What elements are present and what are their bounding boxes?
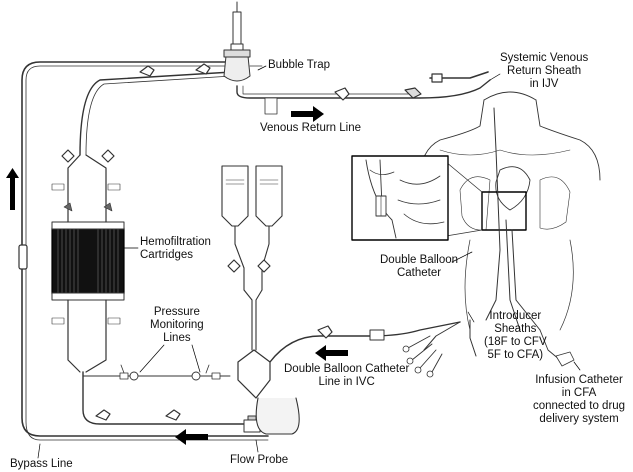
label-double-balloon: Double Balloon Catheter bbox=[380, 254, 459, 279]
heart bbox=[495, 166, 531, 211]
clamp bbox=[257, 259, 271, 273]
venous-sheath bbox=[429, 71, 489, 79]
clamp bbox=[95, 409, 111, 421]
bypass-connector bbox=[18, 244, 28, 270]
venous-return-line bbox=[236, 79, 491, 99]
label-bypass: Bypass Line bbox=[10, 458, 73, 470]
clamp bbox=[165, 409, 181, 421]
clamp bbox=[61, 149, 75, 163]
clamp bbox=[139, 65, 155, 77]
label-introducer: Introducer Sheaths (18F to CFV 5F to CFA… bbox=[484, 310, 547, 361]
tube-tag bbox=[264, 97, 278, 115]
fluid-bag-left bbox=[221, 165, 249, 227]
label-bubble-trap: Bubble Trap bbox=[268, 59, 331, 71]
label-infusion: Infusion Catheter in CFA connected to dr… bbox=[533, 374, 626, 425]
bubble-trap bbox=[223, 1, 251, 82]
zoom-target-box bbox=[481, 191, 527, 231]
up-arrow bbox=[6, 168, 19, 210]
infusion-catheter bbox=[555, 351, 575, 367]
clamp bbox=[404, 87, 422, 99]
reservoir bbox=[255, 397, 300, 435]
clamp bbox=[334, 87, 350, 101]
lung-left bbox=[459, 176, 491, 231]
clamp bbox=[227, 259, 241, 273]
label-hemofiltration: Hemofiltration Cartridges bbox=[140, 236, 211, 261]
inset-magnified-view bbox=[351, 155, 449, 241]
hemofiltration-cartridges bbox=[51, 221, 125, 301]
label-venous-sheath: Systemic Venous Return Sheath in IJV bbox=[500, 52, 589, 90]
lung-right bbox=[539, 176, 571, 230]
clamp bbox=[317, 325, 333, 339]
left-arrow bbox=[175, 429, 208, 445]
label-flow-probe: Flow Probe bbox=[230, 454, 289, 466]
label-db-line: Double Balloon Catheter Line in IVC bbox=[284, 363, 410, 388]
leader-lines bbox=[37, 65, 581, 459]
right-arrow bbox=[291, 106, 324, 122]
label-venous-return-line: Venous Return Line bbox=[260, 122, 362, 134]
circuit-top-line bbox=[79, 71, 233, 156]
clamp bbox=[195, 63, 211, 75]
label-pressure-lines: Pressure Monitoring Lines bbox=[150, 306, 204, 344]
left-arrow bbox=[315, 345, 348, 361]
fluid-bag-right bbox=[255, 165, 283, 227]
clamp bbox=[101, 149, 115, 163]
filter-return-line bbox=[82, 371, 269, 425]
